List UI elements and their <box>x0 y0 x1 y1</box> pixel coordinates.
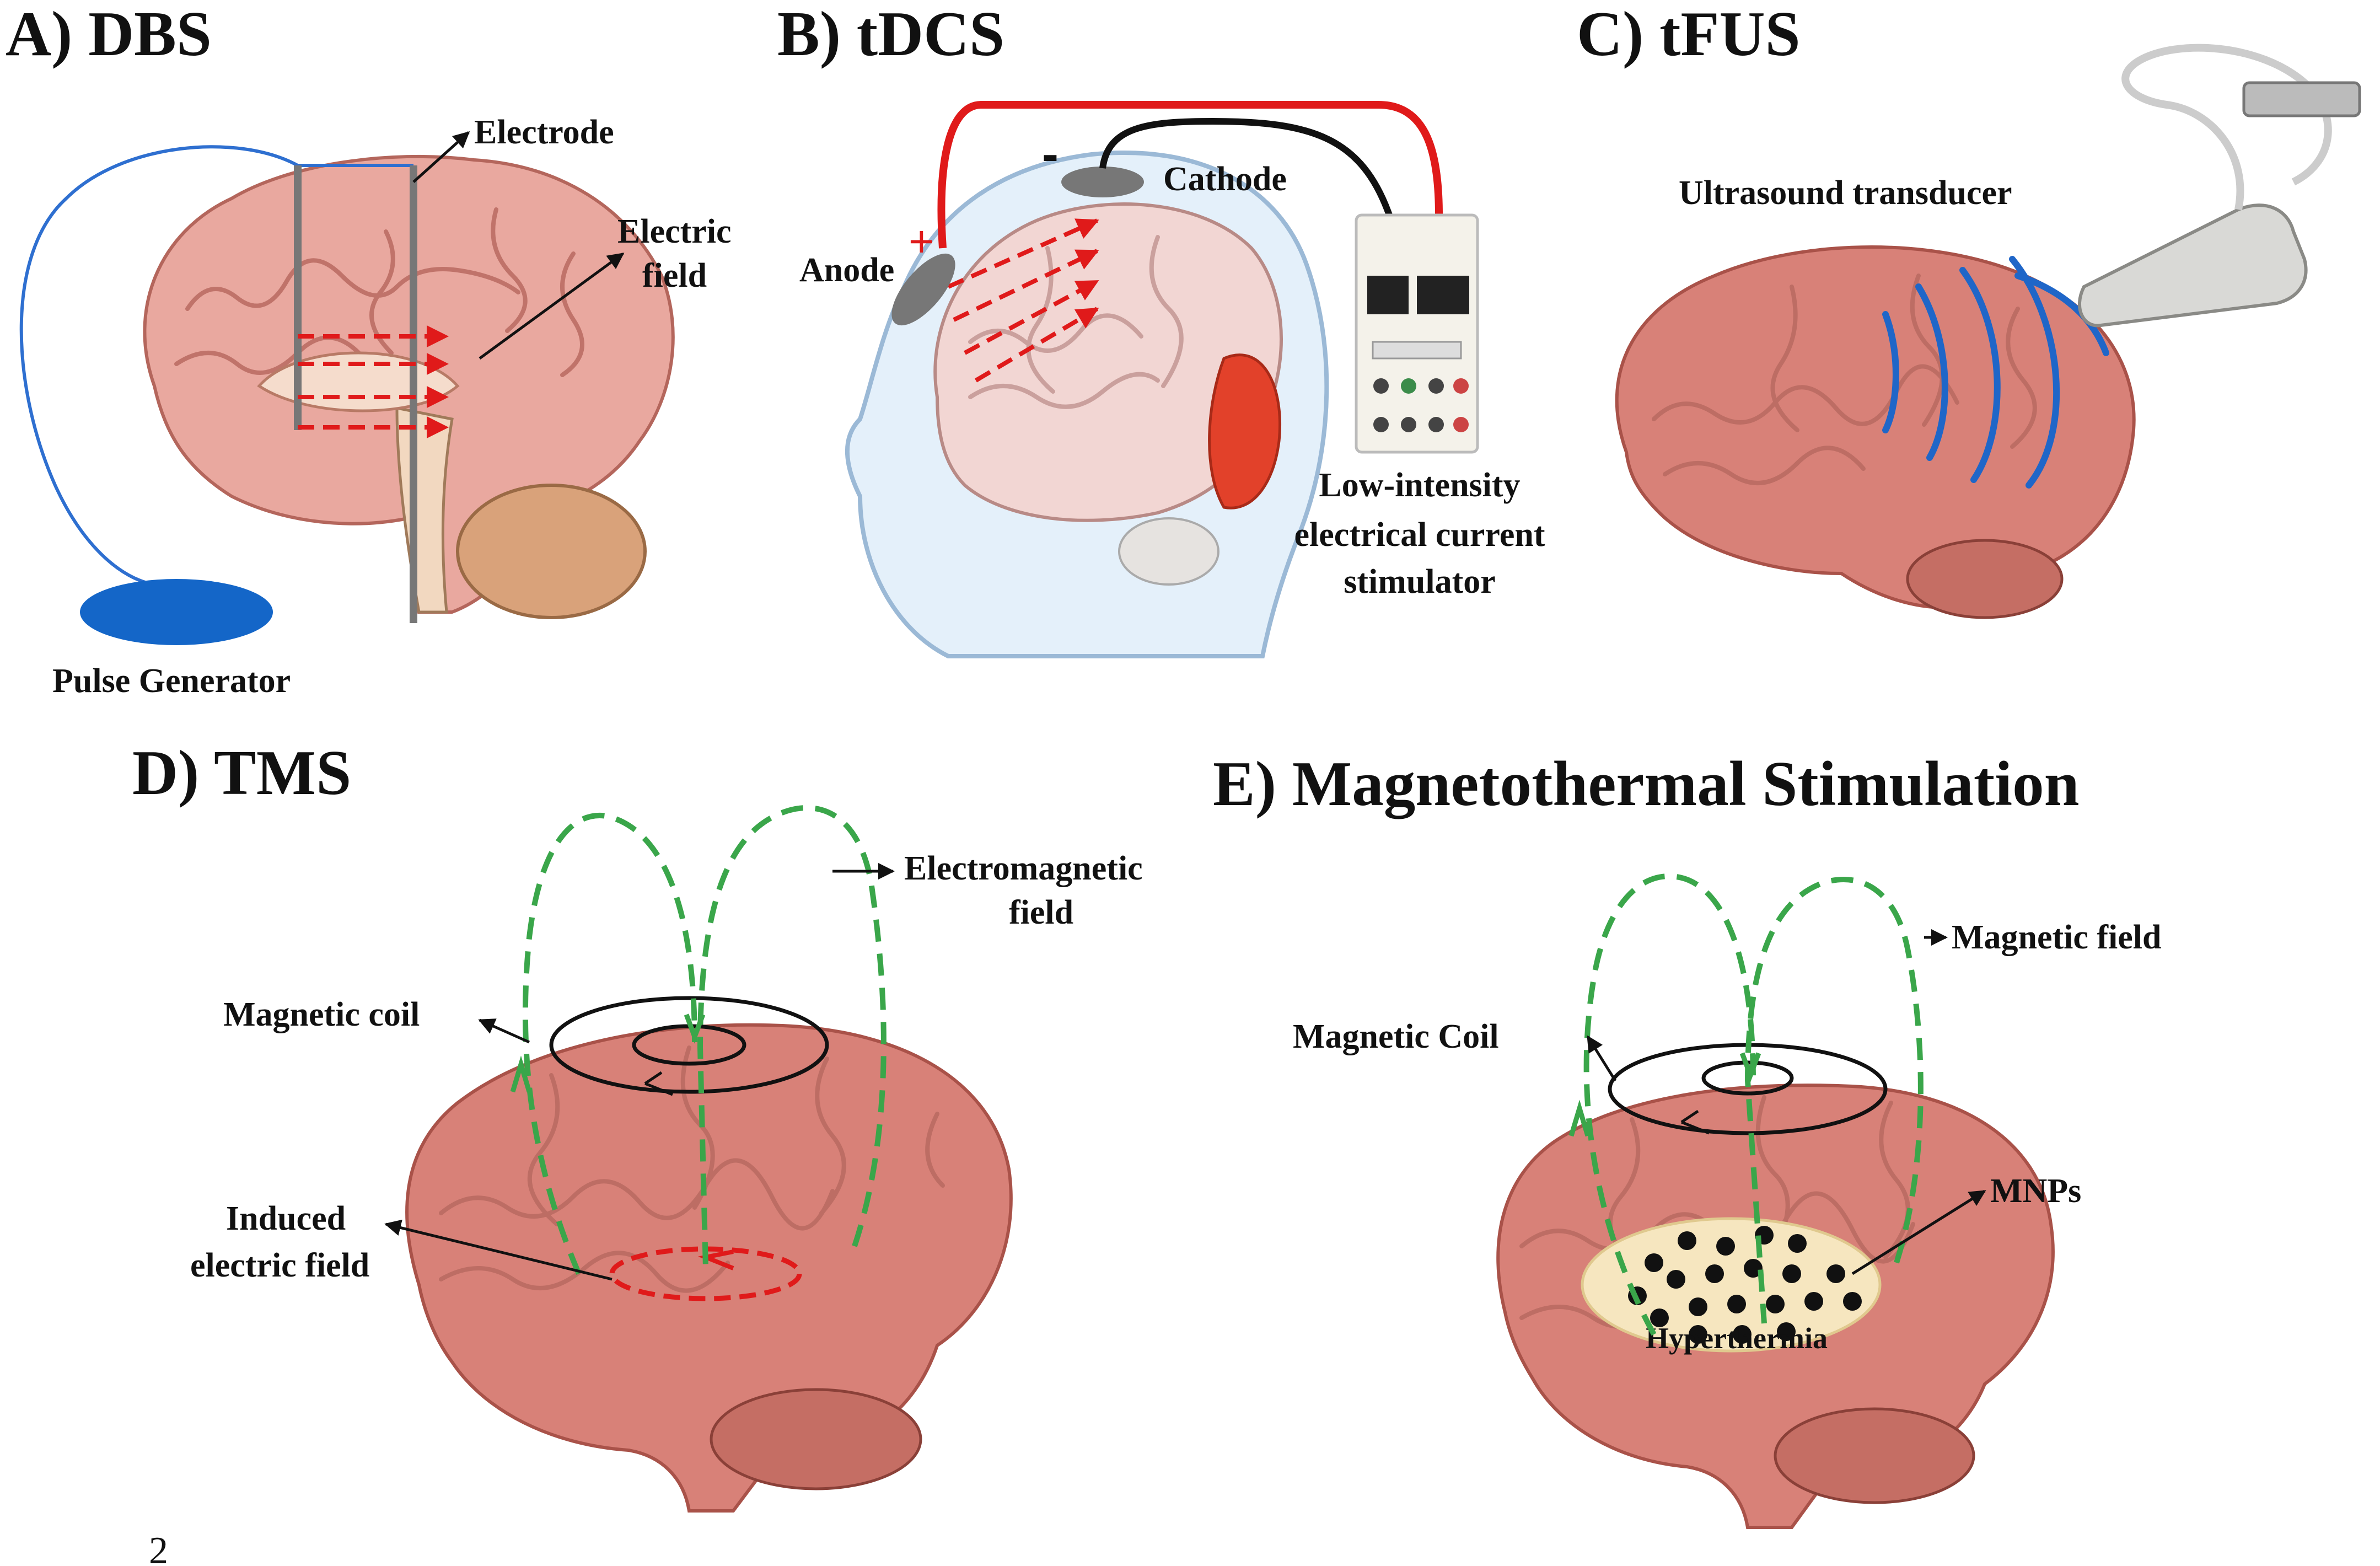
dbs-electrode-label: Electrode <box>474 114 614 151</box>
tdcs-red-wire <box>937 101 1443 249</box>
tdcs-cathode-label: Cathode <box>1163 160 1287 198</box>
tdcs-stim-label-3: stimulator <box>1344 563 1496 600</box>
tdcs-field-lines <box>947 218 1099 383</box>
panel-mts: E) Magnetothermal Stimulation Hypertherm… <box>1213 749 2162 1529</box>
tdcs-stim-label-1: Low-intensity <box>1319 466 1520 504</box>
mts-hyperthermia-label: Hyperthermia <box>1646 1322 1828 1355</box>
mts-title: E) Magnetothermal Stimulation <box>1213 749 2080 819</box>
page-number: 2 <box>149 1530 168 1566</box>
panel-tdcs: B) tDCS + - Anode <box>777 0 1545 658</box>
tfus-brain <box>1615 245 2136 619</box>
dbs-field-label-1: Electric <box>617 213 732 250</box>
mts-field-label: Magnetic field <box>1952 919 2162 956</box>
tdcs-anode-label: Anode <box>799 251 894 289</box>
tdcs-stimulator <box>1355 213 1479 454</box>
dbs-title: A) DBS <box>6 0 212 69</box>
mts-mnps <box>1628 1226 1862 1344</box>
tdcs-anode-electrode <box>891 253 955 326</box>
mts-field-loops <box>1568 873 1924 1336</box>
tms-induced-label-1: Induced <box>226 1200 346 1237</box>
tms-title: D) TMS <box>132 738 351 808</box>
tfus-transducer <box>2077 44 2361 328</box>
dbs-field-label-2: field <box>642 257 707 294</box>
tms-induced-label-2: electric field <box>190 1247 369 1284</box>
tms-induced-field <box>609 1246 802 1301</box>
dbs-pulse-generator <box>80 579 273 645</box>
tdcs-plus: + <box>909 217 934 266</box>
tdcs-title: B) tDCS <box>777 0 1004 69</box>
tdcs-black-wire <box>1099 117 1393 217</box>
dbs-cerebellum <box>456 484 647 619</box>
tfus-title: C) tFUS <box>1577 0 1801 69</box>
tdcs-cathode-electrode <box>1061 167 1144 197</box>
mts-coil-label: Magnetic Coil <box>1293 1018 1499 1055</box>
dbs-generator-label: Pulse Generator <box>52 662 291 700</box>
dbs-wire <box>19 145 299 586</box>
tms-em-label-1: Electromagnetic <box>904 850 1143 887</box>
tms-coil-outer <box>549 996 829 1094</box>
dbs-brain <box>143 154 675 619</box>
tfus-transducer-label: Ultrasound transducer <box>1679 174 2012 212</box>
tdcs-red-region <box>1208 353 1281 510</box>
tdcs-minus: - <box>1042 127 1059 182</box>
mts-mnps-label: MNPs <box>1990 1172 2081 1210</box>
panel-dbs: A) DBS Electrode Electric field Puls <box>6 0 732 700</box>
tdcs-brain <box>933 202 1283 522</box>
tdcs-stim-label-2: electrical current <box>1294 516 1545 554</box>
tms-coil-label: Magnetic coil <box>223 996 420 1033</box>
tms-em-label-2: field <box>1009 894 1073 931</box>
panel-tfus: C) tFUS Ultrasound transducer <box>1577 0 2361 619</box>
tfus-waves <box>1882 256 2109 489</box>
tms-brain <box>405 1023 1013 1513</box>
panel-tms: D) TMS Electromagnetic field Magnetic co… <box>132 738 1143 1566</box>
tms-field-loops <box>510 805 887 1275</box>
